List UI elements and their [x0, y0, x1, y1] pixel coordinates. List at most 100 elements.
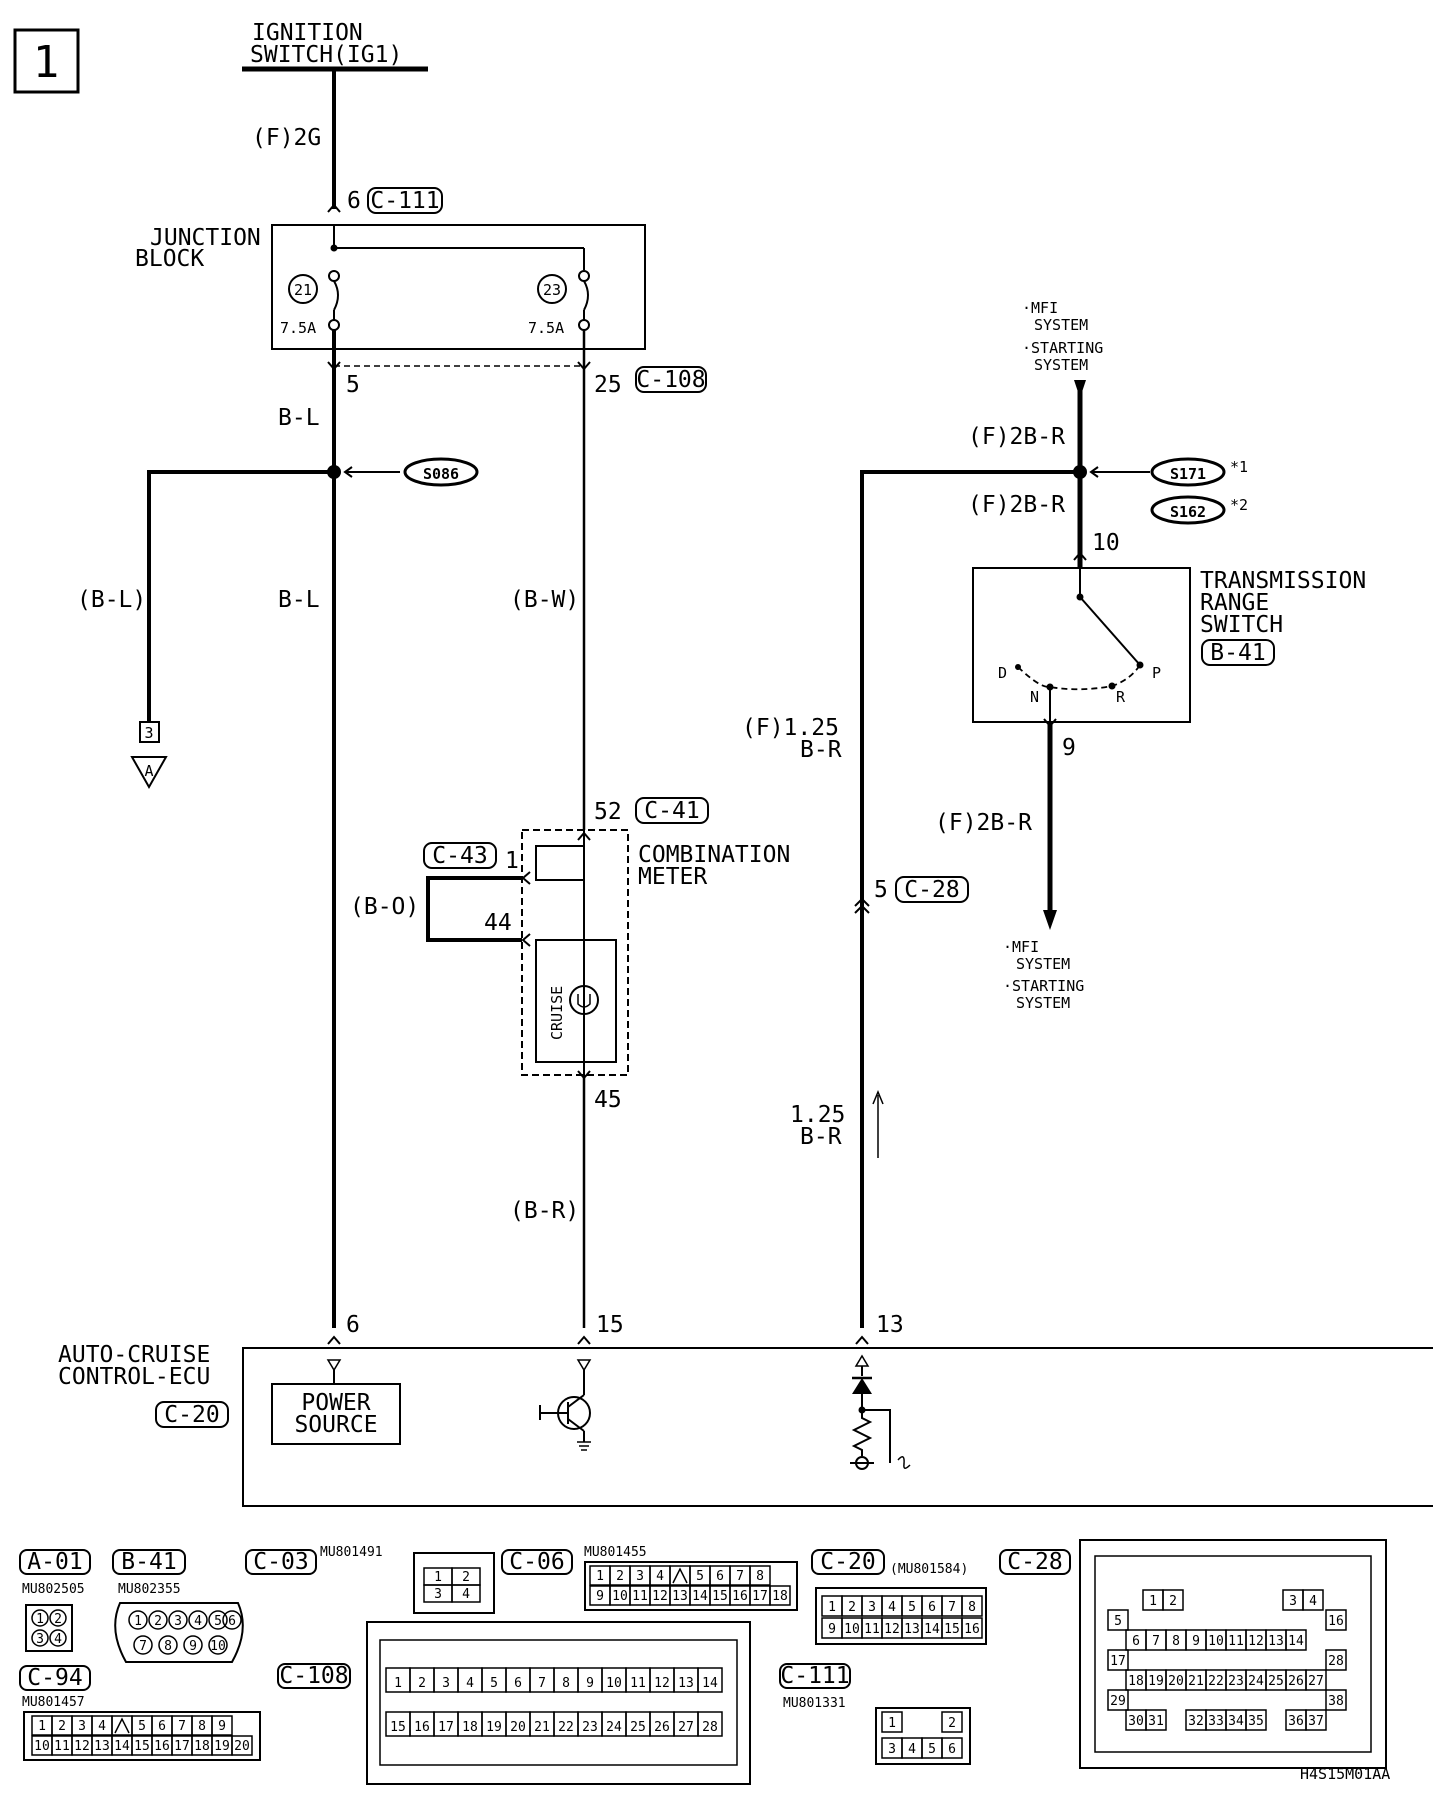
splice-s086-label: S086	[423, 465, 459, 483]
c06-pin-label: 4	[656, 1569, 664, 1584]
c28-pin-label: 11	[1228, 1634, 1244, 1649]
c20-pin	[961, 1595, 983, 1617]
c06-label-box	[501, 1549, 573, 1575]
c108-pin-label: 11	[630, 1676, 646, 1691]
c20-pin-label: 10	[844, 1622, 860, 1637]
c108-pin-label: 24	[606, 1720, 622, 1735]
a01-pins: 1 2 3 4	[31, 1609, 67, 1647]
c94-part: MU801457	[22, 1695, 85, 1710]
c111-pin-label: 2	[948, 1716, 956, 1731]
junction-block-box	[271, 224, 646, 350]
c20-pin-label: 5	[908, 1600, 916, 1615]
trs-dst-1: ·MFI	[1003, 938, 1039, 956]
c111-pin	[941, 1737, 963, 1759]
c108-pin-label: 26	[654, 1720, 670, 1735]
c06-pin-label: 10	[612, 1589, 628, 1604]
c108-pin-label: 7	[538, 1676, 546, 1691]
connector-arrow	[521, 871, 531, 885]
c108-pin-label: 15	[390, 1720, 406, 1735]
c108-pin-label: 16	[414, 1720, 430, 1735]
c06-pin-label: 5	[696, 1569, 704, 1584]
wire-bo-loop	[426, 876, 522, 942]
c03-pins: 1 2 3 4	[423, 1567, 481, 1603]
wire-2br-mid-label: (F)2B-R	[968, 492, 1065, 518]
b41-part: MU802355	[118, 1582, 181, 1597]
c28-pin	[1305, 1669, 1327, 1691]
c06-pin-label: 17	[752, 1589, 768, 1604]
junction-label-1: JUNCTION	[150, 225, 261, 251]
c94-pin-label: 1	[38, 1719, 46, 1734]
c03-pin	[451, 1584, 481, 1603]
wire-2br-in-label: (F)2B-R	[968, 424, 1065, 450]
b41-label-box	[112, 1549, 186, 1575]
power-source-label-1: POWER	[301, 1390, 370, 1416]
c06-body	[584, 1561, 798, 1611]
b41-pin	[183, 1635, 203, 1655]
splice-s171-note: *1	[1230, 458, 1248, 476]
connector-arrow	[855, 1335, 869, 1345]
connector-arrow	[521, 933, 531, 947]
a01-body	[25, 1604, 73, 1652]
c03-body	[413, 1552, 495, 1614]
b41-pin	[128, 1610, 148, 1630]
cruise-lamp-icon	[569, 985, 599, 1015]
c108-pin-label: 22	[558, 1720, 574, 1735]
c94-pin-label: 19	[214, 1739, 230, 1754]
ecu-pin-6: 6	[346, 1312, 360, 1338]
c28-pin-label: 33	[1208, 1714, 1224, 1729]
b41-pin-label: 5	[214, 1614, 222, 1629]
c06-part: MU801455	[584, 1545, 647, 1560]
ground-point-number: 3	[144, 724, 153, 742]
c94-pin-label: 14	[114, 1739, 130, 1754]
c28-label: C-28	[1007, 1549, 1062, 1575]
trs-label-2: RANGE	[1200, 590, 1269, 616]
c94-pin-label: 5	[138, 1719, 146, 1734]
b41-pin-label: 7	[139, 1639, 147, 1654]
c108-pin-label: 5	[490, 1676, 498, 1691]
c108-pin-label: 21	[534, 1720, 550, 1735]
c111-pin-label: 1	[888, 1716, 896, 1731]
c20-pin-label: 6	[928, 1600, 936, 1615]
c28-pin	[1325, 1609, 1347, 1631]
wire-bw-label: (B-W)	[510, 587, 579, 613]
c28-pin-label: 13	[1268, 1634, 1284, 1649]
wire-bl-label-top: B-L	[278, 405, 320, 431]
c28-pin-label: 6	[1132, 1634, 1140, 1649]
fuse-terminal	[328, 270, 340, 282]
c28-pin-label: 18	[1128, 1674, 1144, 1689]
trs-label-1: TRANSMISSION	[1200, 568, 1366, 594]
transistor-emitter	[567, 1418, 585, 1432]
c108-pin-label: 4	[466, 1676, 474, 1691]
resistor-icon	[851, 1410, 873, 1456]
splice-s162-note: *2	[1230, 496, 1248, 514]
c108-pin-label: 23	[582, 1720, 598, 1735]
c28-inner	[1094, 1555, 1372, 1753]
splice-s162-label: S162	[1170, 503, 1206, 521]
c94-pin-label: 9	[218, 1719, 226, 1734]
ground-triangle	[130, 756, 168, 790]
c94-pin-label: 11	[54, 1739, 70, 1754]
c28-pin-label: 30	[1128, 1714, 1144, 1729]
c06-pin-label: 9	[596, 1589, 604, 1604]
c111-pin	[941, 1711, 963, 1733]
wire-bl-label-mid: B-L	[278, 587, 320, 613]
trs-pos-n: N	[1030, 688, 1039, 706]
a01-pin-label: 4	[54, 1632, 62, 1647]
c03-pin-label: 4	[462, 1587, 470, 1602]
power-source-box	[271, 1383, 401, 1445]
input-triangle	[576, 1359, 592, 1372]
c28-pin-label: 9	[1192, 1634, 1200, 1649]
c94-pin-label: 20	[234, 1739, 250, 1754]
c28-pin-label: 16	[1328, 1614, 1344, 1629]
c20-pin-label: 7	[948, 1600, 956, 1615]
wire-bl-branch	[147, 470, 334, 722]
c28-pin-label: 10	[1208, 1634, 1224, 1649]
c20-pin-label: 15	[944, 1622, 960, 1637]
c20-pin-label: 13	[904, 1622, 920, 1637]
c20-pin-label: 14	[924, 1622, 940, 1637]
c28-pin-label: 5	[1114, 1614, 1122, 1629]
meter-pin-1: 1	[505, 848, 519, 874]
